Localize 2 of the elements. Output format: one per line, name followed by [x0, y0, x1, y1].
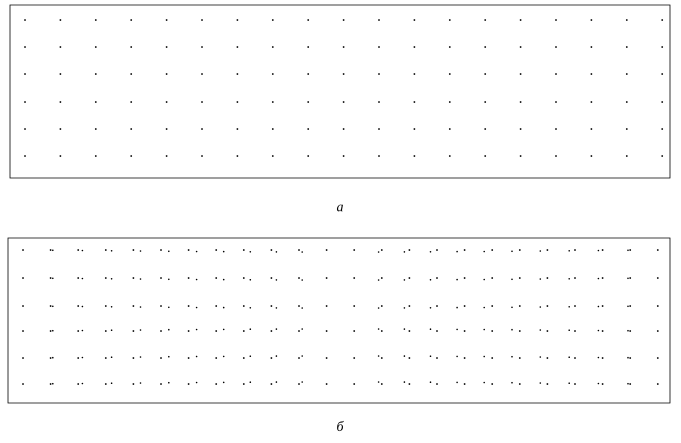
panel-label: б	[337, 420, 344, 432]
panel-label: а	[336, 204, 343, 212]
